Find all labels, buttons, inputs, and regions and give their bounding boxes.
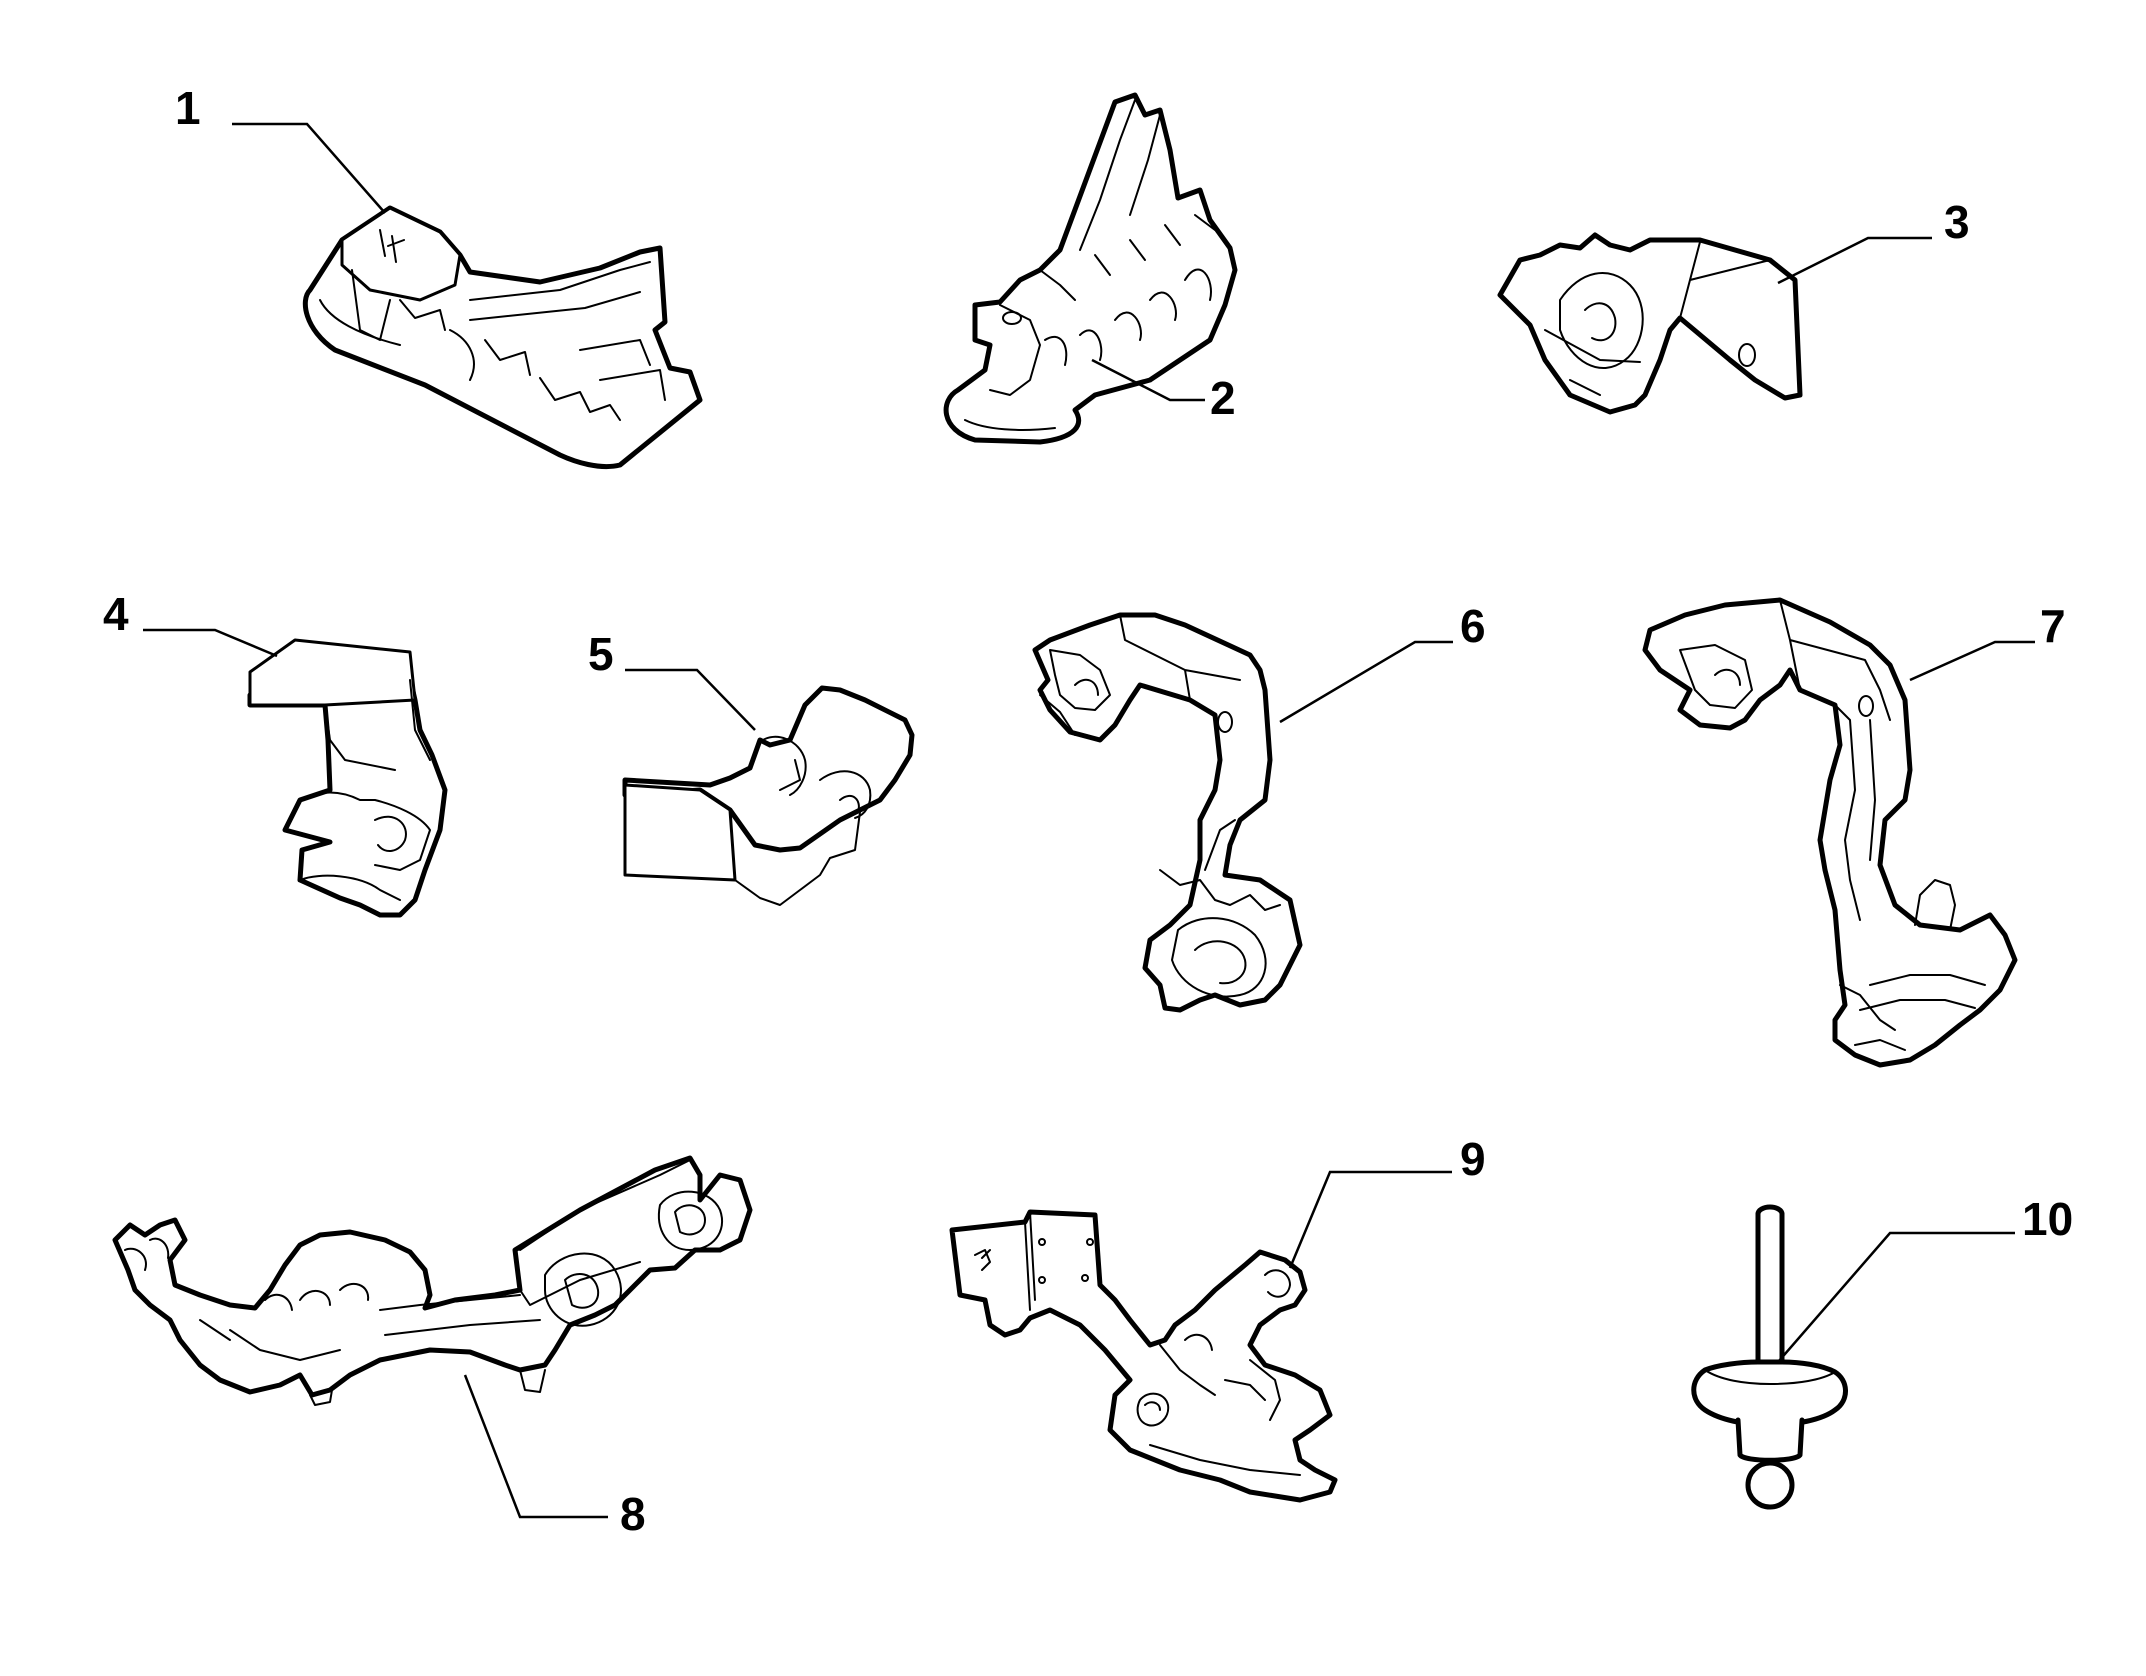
leader-6 [1279, 640, 1453, 724]
callout-2: 2 [1210, 372, 1236, 424]
part-1-pipe-clip [302, 205, 703, 470]
leader-lines [143, 122, 2035, 1519]
leader-5 [625, 668, 756, 731]
part-5-spring-clip [622, 685, 915, 906]
leader-9 [1288, 1170, 1452, 1269]
part-2-strap-clip [943, 92, 1238, 445]
part-8-multi-clip-bracket [112, 1155, 753, 1406]
leader-4 [143, 628, 278, 658]
leader-2 [1091, 358, 1205, 402]
callout-6: 6 [1460, 600, 1486, 652]
leader-7 [1909, 640, 2035, 682]
callout-10: 10 [2022, 1193, 2073, 1245]
leader-3 [1777, 236, 1932, 285]
part-10-rivet [1691, 1204, 1848, 1510]
leader-8 [463, 1374, 608, 1519]
leader-1 [232, 122, 386, 214]
callout-5: 5 [588, 628, 614, 680]
callout-7: 7 [2040, 600, 2066, 652]
callout-4: 4 [103, 588, 129, 640]
part-4-spring-clip [247, 638, 448, 918]
callout-numbers: 1 2 3 4 5 6 7 8 9 10 [103, 82, 2073, 1540]
part-3-bracket-clip [1497, 232, 1803, 415]
part-9-angled-bracket [949, 1209, 1338, 1503]
part-6-bracket-clamp [1032, 612, 1303, 1013]
part-7-long-bracket [1642, 597, 2018, 1068]
callout-1: 1 [175, 82, 201, 134]
callout-8: 8 [620, 1488, 646, 1540]
callout-9: 9 [1460, 1133, 1486, 1185]
callout-3: 3 [1944, 196, 1970, 248]
leader-10 [1777, 1231, 2015, 1363]
